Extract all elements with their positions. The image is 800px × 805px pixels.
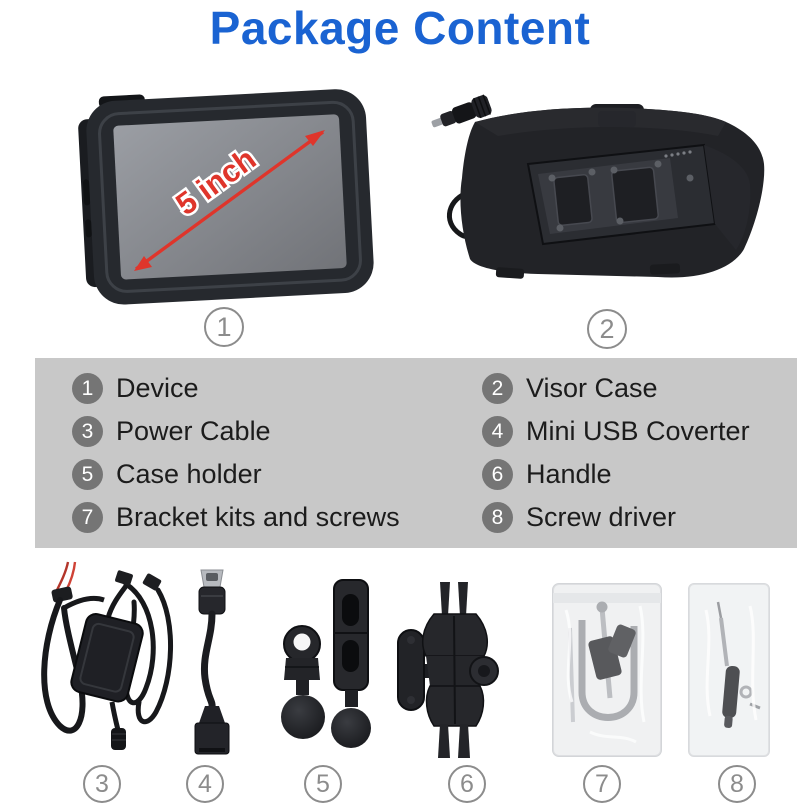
content-item-power-cable: 3 Power Cable xyxy=(72,410,482,453)
bracket-kit-photo xyxy=(552,583,662,757)
content-item-case-holder: 5 Case holder xyxy=(72,453,482,496)
item-number-badge: 2 xyxy=(482,373,513,404)
item-number-badge: 3 xyxy=(72,416,103,447)
item-number-badge: 1 xyxy=(72,373,103,404)
item-label: Device xyxy=(116,373,199,403)
item-label: Bracket kits and screws xyxy=(116,502,400,532)
content-item-screw-driver: 8 Screw driver xyxy=(482,496,797,539)
mini-usb-converter-photo xyxy=(194,569,230,755)
handle-photo xyxy=(397,582,499,758)
figure-4-badge: 4 xyxy=(186,765,224,803)
item-number-badge: 6 xyxy=(482,459,513,490)
device-photo: 5 inch xyxy=(78,89,374,305)
figure-6-badge: 6 xyxy=(448,765,486,803)
figure-8-badge: 8 xyxy=(718,765,756,803)
item-label: Handle xyxy=(526,459,612,489)
figure-5-badge: 5 xyxy=(304,765,342,803)
content-item-bracket-kits: 7 Bracket kits and screws xyxy=(72,496,482,539)
figure-3-badge: 3 xyxy=(83,765,121,803)
five-inch-arrow xyxy=(134,130,325,271)
item-number-badge: 4 xyxy=(482,416,513,447)
item-label: Case holder xyxy=(116,459,262,489)
page-title: Package Content xyxy=(209,2,591,54)
screwdriver-photo xyxy=(688,583,770,757)
visor-case-photo xyxy=(431,94,765,279)
content-item-visor-case: 2 Visor Case xyxy=(482,367,797,410)
item-number-badge: 7 xyxy=(72,502,103,533)
content-item-handle: 6 Handle xyxy=(482,453,797,496)
item-number-badge: 8 xyxy=(482,502,513,533)
content-item-device: 1 Device xyxy=(72,367,482,410)
item-label: Mini USB Coverter xyxy=(526,416,750,446)
figure-1-badge: 1 xyxy=(204,307,244,347)
contents-panel: 1 Device 2 Visor Case 3 Power Cable 4 Mi… xyxy=(35,358,797,548)
item-label: Screw driver xyxy=(526,502,677,532)
power-cable-photo xyxy=(41,561,173,750)
case-holder-photo xyxy=(281,579,371,748)
content-item-mini-usb: 4 Mini USB Coverter xyxy=(482,410,797,453)
figure-2-badge: 2 xyxy=(587,309,627,349)
item-label: Power Cable xyxy=(116,416,271,446)
item-label: Visor Case xyxy=(526,373,658,403)
figure-7-badge: 7 xyxy=(583,765,621,803)
item-number-badge: 5 xyxy=(72,459,103,490)
dc-plug xyxy=(431,94,492,128)
